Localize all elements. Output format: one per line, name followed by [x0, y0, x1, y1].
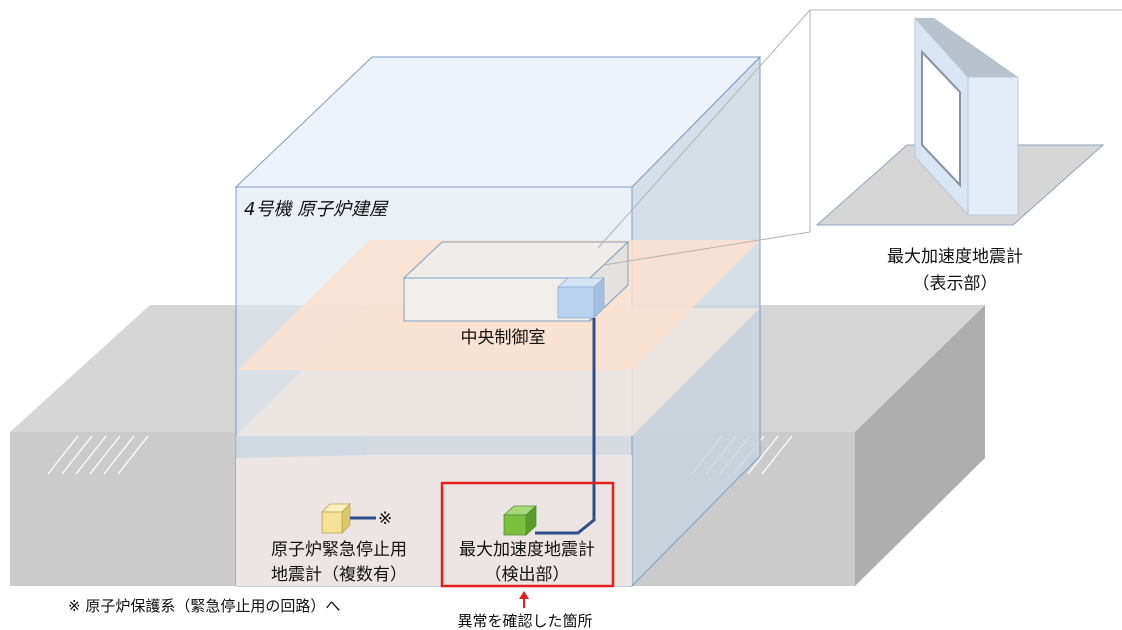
anomaly-label: 異常を確認した箇所 [457, 612, 592, 630]
detector-label-line2: （検出部） [485, 565, 570, 585]
basement-floor [236, 455, 632, 586]
signal-cable [535, 318, 596, 535]
detector-label-line1: 最大加速度地震計 [459, 540, 595, 560]
building-title: 4号機 原子炉建屋 [244, 199, 389, 220]
footnote: ※ 原子炉保護系（緊急停止用の回路）へ [68, 597, 340, 615]
display-unit-label-line2: （表示部） [913, 274, 998, 294]
control-room-top [402, 241, 630, 279]
scram-label-line2: 地震計（複数有） [271, 565, 407, 585]
display-unit-cube [556, 277, 606, 319]
scram-seismometer-cube [321, 503, 351, 534]
ground-hatching-left [47, 435, 149, 475]
scram-label-line1: 原子炉緊急停止用 [271, 540, 407, 560]
control-room-label: 中央制御室 [461, 328, 546, 348]
zoom-lines [597, 9, 811, 266]
detector-cube [502, 505, 538, 536]
control-room [402, 240, 630, 323]
display-unit-label-line1: 最大加速度地震計 [887, 247, 1023, 267]
inset-device-top [915, 18, 1018, 77]
basement-left-wall [236, 436, 366, 458]
inset-panel [809, 9, 1122, 232]
scram-mark: ※ [378, 509, 392, 529]
ground-side-face [855, 305, 985, 586]
anomaly-arrow [519, 591, 529, 608]
anomaly-highlight-box [440, 481, 615, 588]
inset-device-side [967, 76, 1019, 216]
inset-device-screen [921, 49, 961, 188]
